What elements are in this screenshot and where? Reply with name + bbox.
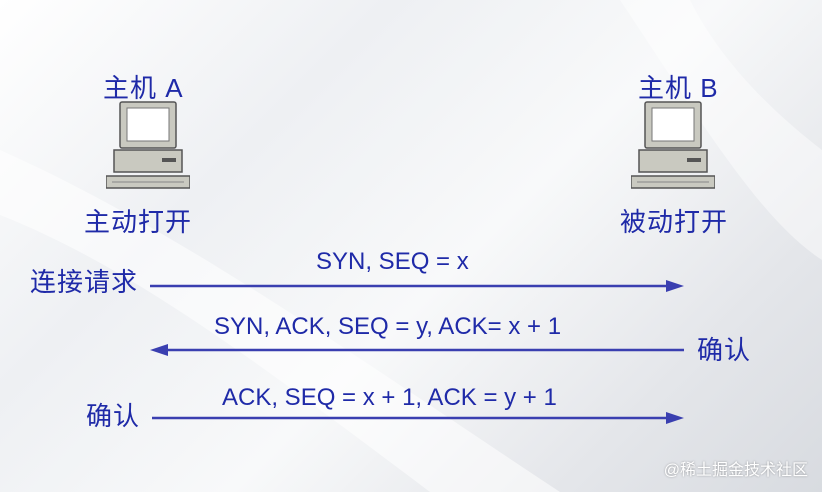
host-a-computer-icon xyxy=(105,100,191,197)
message-2-side-label: 确认 xyxy=(697,335,752,365)
message-2-arrow xyxy=(150,344,684,356)
host-b-name: 主机 B xyxy=(638,73,719,103)
message-2-text: SYN, ACK, SEQ = y, ACK= x + 1 xyxy=(214,313,562,340)
host-b-computer-icon xyxy=(630,100,716,197)
host-a-action: 主动打开 xyxy=(84,207,193,237)
message-1-side-label: 连接请求 xyxy=(30,267,139,297)
message-3-arrow xyxy=(152,412,684,424)
host-b-action: 被动打开 xyxy=(620,207,729,237)
watermark: @稀土掘金技术社区 xyxy=(663,462,808,479)
message-1-arrow xyxy=(150,280,684,292)
message-3-side-label: 确认 xyxy=(86,401,141,431)
host-a-name: 主机 A xyxy=(103,73,184,103)
message-3-text: ACK, SEQ = x + 1, ACK = y + 1 xyxy=(222,384,557,411)
message-1-text: SYN, SEQ = x xyxy=(316,248,469,275)
